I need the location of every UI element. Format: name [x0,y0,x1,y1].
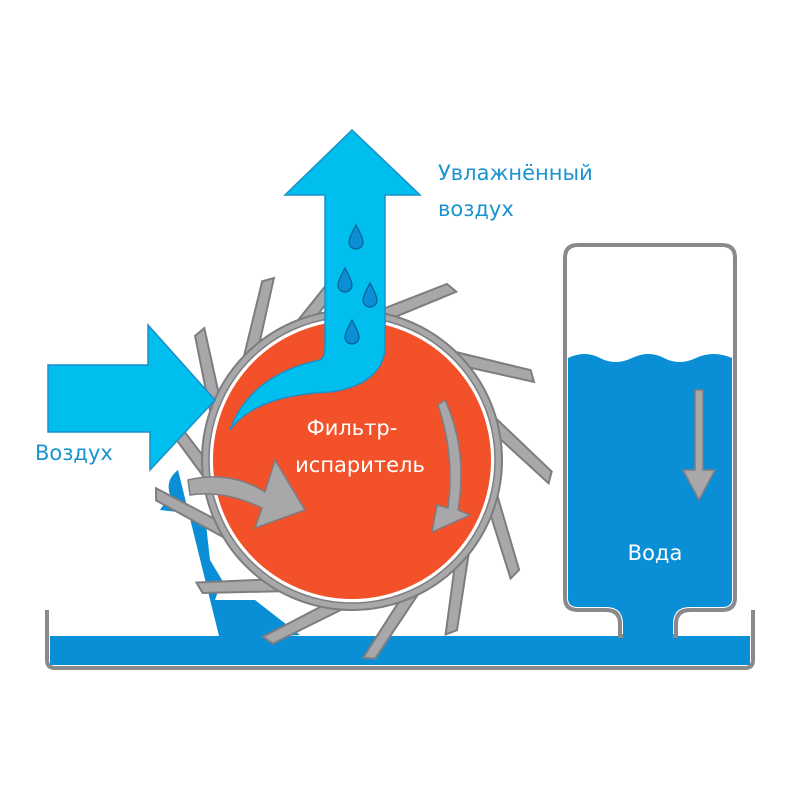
wicked-water [160,470,300,640]
air-inflow-arrow [47,323,217,472]
drop-icon [348,223,364,250]
water-tray [45,610,755,670]
water-drops [337,223,378,345]
drop-icon [337,266,353,293]
humid-air-label-2: воздух [438,197,514,221]
humid-air-outflow-arrow [229,128,422,431]
humid-air-label-1: Увлажнённый [438,161,593,185]
filter-label-1: Фильтр- [307,416,398,440]
rotation-arrow-icon [431,398,472,534]
curved-arrow-icon [187,458,307,530]
water-label: Вода [628,541,683,565]
air-label: Воздух [35,441,113,465]
filter-label-2: испаритель [295,453,425,477]
drop-icon [362,281,378,308]
down-arrow-icon [681,389,717,502]
drop-icon [344,318,360,345]
water-tank [563,243,737,640]
